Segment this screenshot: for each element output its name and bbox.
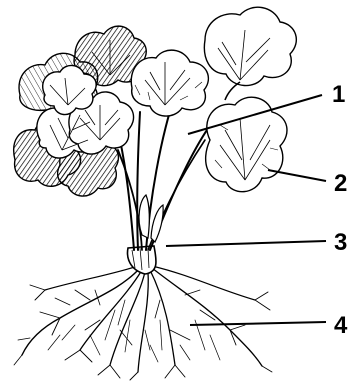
roots [14, 266, 272, 380]
callout-label-1: 1 [332, 81, 345, 108]
right-leaf [206, 97, 287, 191]
callout-label-3: 3 [334, 229, 347, 256]
callout-line-3 [166, 241, 326, 246]
callout-line-4 [190, 322, 326, 325]
top-right-leaf [204, 7, 296, 100]
center-leaf [131, 50, 208, 116]
callout-label-2: 2 [334, 170, 347, 197]
callout-line-2 [268, 170, 326, 181]
callout-label-4: 4 [334, 312, 348, 339]
